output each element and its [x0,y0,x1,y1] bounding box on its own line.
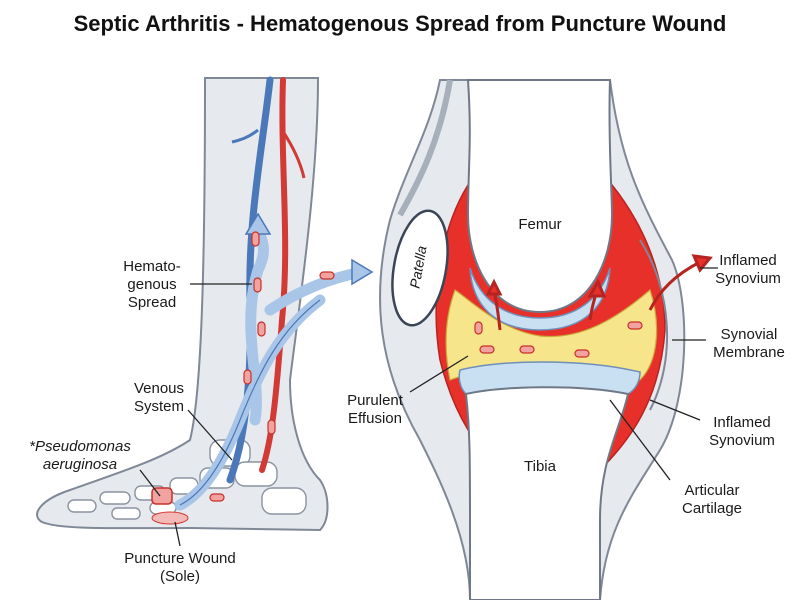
label-pathogen: *Pseudomonas aeruginosa [29,438,131,473]
label-tibia: Tibia [524,458,556,475]
spread-arrow-to-knee-head [351,258,374,286]
bacteria-joint [474,321,643,358]
femur [466,79,614,314]
leader-lines-right [409,267,718,481]
quadriceps-tendon [397,79,453,217]
synovial-membrane-line [639,239,669,411]
label-femur: Femur [518,216,562,233]
spread-arrow-down-outline [179,299,321,506]
label-synovial-membrane: Synovial Membrane [713,326,785,361]
label-hematogenous-spread: Hemato- genous Spread [123,258,181,311]
purulent-effusion-region [445,288,658,381]
patella [391,209,449,327]
label-venous-system: Venous System [133,380,185,415]
artery-branch [280,129,306,179]
diagram-title: Septic Arthritis - Hematogenous Spread f… [73,11,727,36]
femur-cartilage [469,267,611,331]
leg-illustration [36,76,374,532]
knee-illustration [379,79,713,600]
vein-branch [231,128,259,144]
label-inflamed-synovium-top: Inflamed Synovium [715,252,781,287]
bacteria-left [209,231,335,502]
tibia [464,386,630,600]
label-purulent-effusion: Purulent Effusion [347,392,403,427]
label-inflamed-synovium-bottom: Inflamed Synovium [709,414,775,449]
inflammation-arrows [485,254,713,331]
label-articular-cartilage: Articular Cartilage [681,482,743,517]
label-puncture-wound: Puncture Wound (Sole) [124,550,236,585]
leader-lines-left [139,283,252,547]
